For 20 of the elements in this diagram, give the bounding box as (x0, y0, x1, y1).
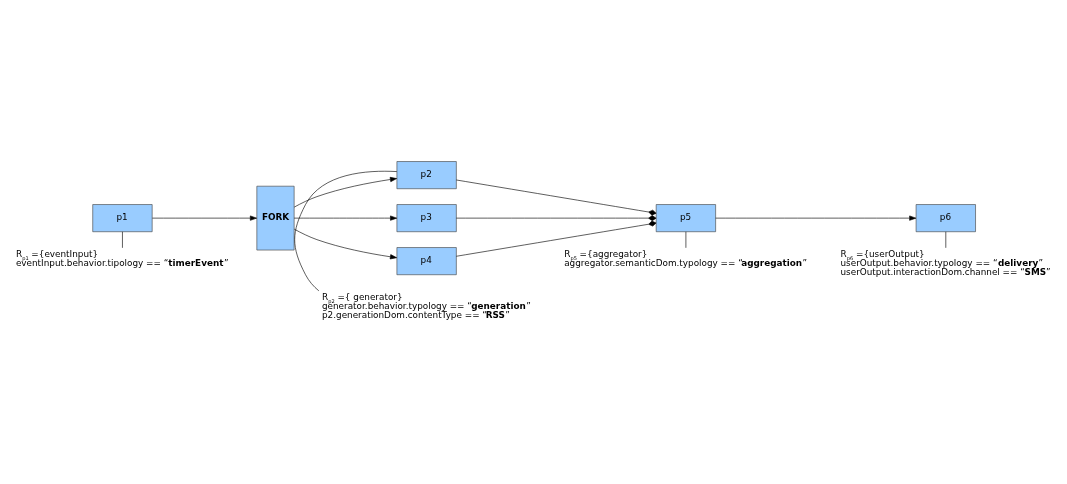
node-box: p3 (396, 204, 457, 233)
node-box: p4 (396, 247, 457, 276)
node-box: p5 (655, 204, 716, 233)
node-box: p6 (915, 204, 976, 233)
connector (456, 220, 657, 257)
node-box: FORK (256, 185, 295, 251)
node-text: R$_{p2}$ ={ generator} generator.behavior.typology == “generation” p2.generationDom.contentType == “RSS” (321, 291, 531, 320)
arrow (715, 215, 917, 221)
node-text: R$_{p6}$ ={userOutput} userOutput.behavior.typology == “delivery” userOutput.interactionDom.channel == “SMS” (840, 248, 1051, 277)
arrow (293, 176, 397, 208)
node-box: p1 (92, 204, 153, 233)
node-text: R$_{p1}$ ={eventInput} eventInput.behavior.tipology == “timerEvent” (15, 248, 229, 268)
connector (294, 170, 398, 292)
arrow (293, 228, 397, 260)
arrow (152, 215, 257, 221)
arrow (293, 215, 398, 221)
connector (456, 179, 657, 216)
connector (456, 215, 657, 221)
node-text: R$_{p5}$ ={aggregator} aggregator.semanticDom.typology == “aggregation” (564, 248, 808, 268)
node-box: p2 (396, 161, 457, 190)
